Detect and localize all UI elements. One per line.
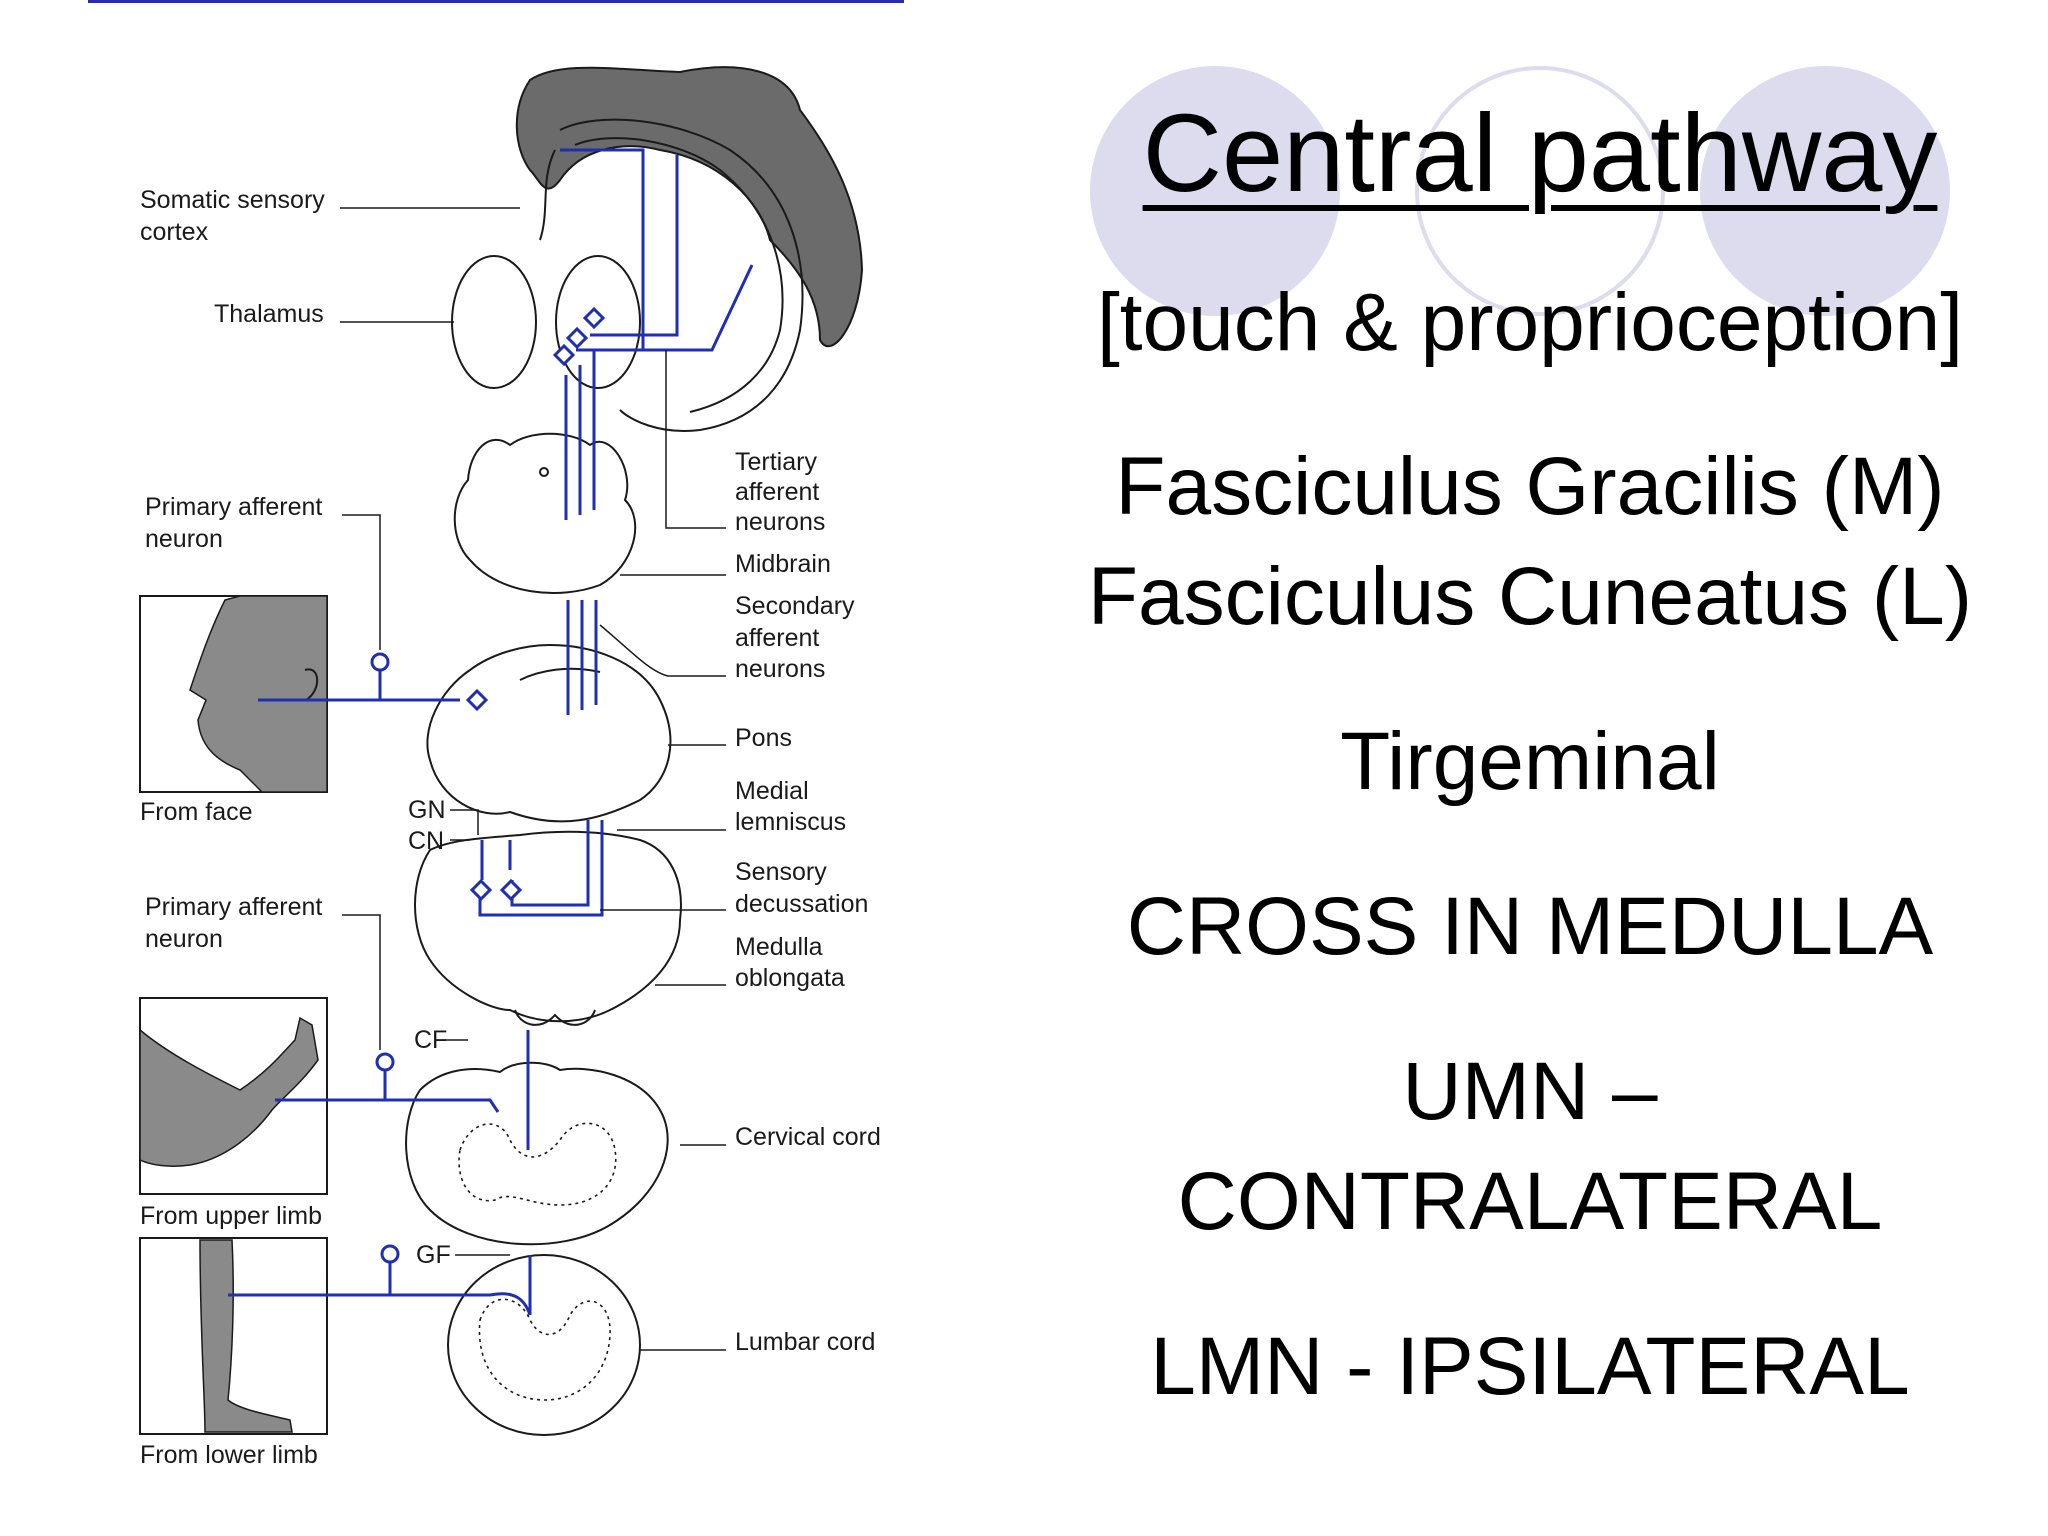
label-from-face: From face [140,798,253,826]
umn-line-1: UMN – [1402,1046,1658,1137]
title-area: Central pathway [1040,60,2040,316]
label-secondary-2: afferent [735,624,819,652]
dorsal-column-pathway-diagram: Somatic sensory cortex Thalamus Primary … [139,66,881,1469]
label-cf: CF [414,1026,447,1054]
midbrain [453,432,637,594]
cross-line: CROSS IN MEDULLA [1126,881,1934,972]
label-from-upper-limb: From upper limb [140,1202,322,1230]
face-panel [139,595,328,793]
label-sensory-decussation-2: decussation [735,890,868,918]
tract-lateral: Fasciculus Cuneatus (L) [1087,551,1973,642]
cortex [515,66,864,432]
label-lumbar-cord: Lumbar cord [735,1328,875,1356]
lumbar-cord [447,1254,641,1436]
label-cortex-1: Somatic sensory [140,186,325,214]
label-secondary-3: neurons [735,655,825,683]
pons [426,643,672,823]
neuron-somas [370,306,606,1264]
subtitle: [touch & proprioception] [1096,277,1964,368]
decorative-circle [1700,66,1950,316]
label-tertiary-1: Tertiary [735,448,817,476]
label-from-lower-limb: From lower limb [140,1441,318,1469]
slide-title: Central pathway [1142,92,1938,215]
label-gn: GN [408,796,446,824]
label-cn: CN [408,827,444,855]
lower-limb-panel [139,1237,328,1435]
thalamus [451,255,641,389]
label-cortex-2: cortex [140,218,209,246]
label-primary-afferent-limb-1: Primary afferent [145,893,322,921]
label-primary-afferent-face-1: Primary afferent [145,493,322,521]
label-medial-lemniscus-2: lemniscus [735,808,846,836]
label-primary-afferent-limb-2: neuron [145,925,223,953]
label-cervical-cord: Cervical cord [735,1123,881,1151]
label-tertiary-3: neurons [735,508,825,536]
medulla [414,830,682,1026]
label-tertiary-2: afferent [735,478,819,506]
label-secondary-1: Secondary [735,592,855,620]
tract-medial: Fasciculus Gracilis (M) [1115,441,1945,532]
lmn-line: LMN - IPSILATERAL [1150,1321,1910,1412]
label-midbrain: Midbrain [735,550,831,578]
label-thalamus: Thalamus [214,300,324,328]
leader-lines [340,207,726,1351]
decorative-circle-outline [1415,66,1665,316]
label-medulla-2: oblongata [735,964,845,992]
label-pons: Pons [735,724,792,752]
label-sensory-decussation-1: Sensory [735,858,827,886]
label-medulla-1: Medulla [735,933,823,961]
top-rule [88,0,904,3]
label-primary-afferent-face-2: neuron [145,525,223,553]
decorative-circle [1090,66,1340,316]
label-medial-lemniscus-1: Medial [735,777,809,805]
trigeminal-line: Tirgeminal [1340,716,1720,807]
cervical-cord [405,1061,669,1246]
label-gf: GF [416,1241,451,1269]
umn-line-2: CONTRALATERAL [1177,1156,1883,1247]
diagram-labels: Somatic sensory cortex Thalamus Primary … [140,186,881,1469]
upper-limb-panel [139,997,328,1195]
